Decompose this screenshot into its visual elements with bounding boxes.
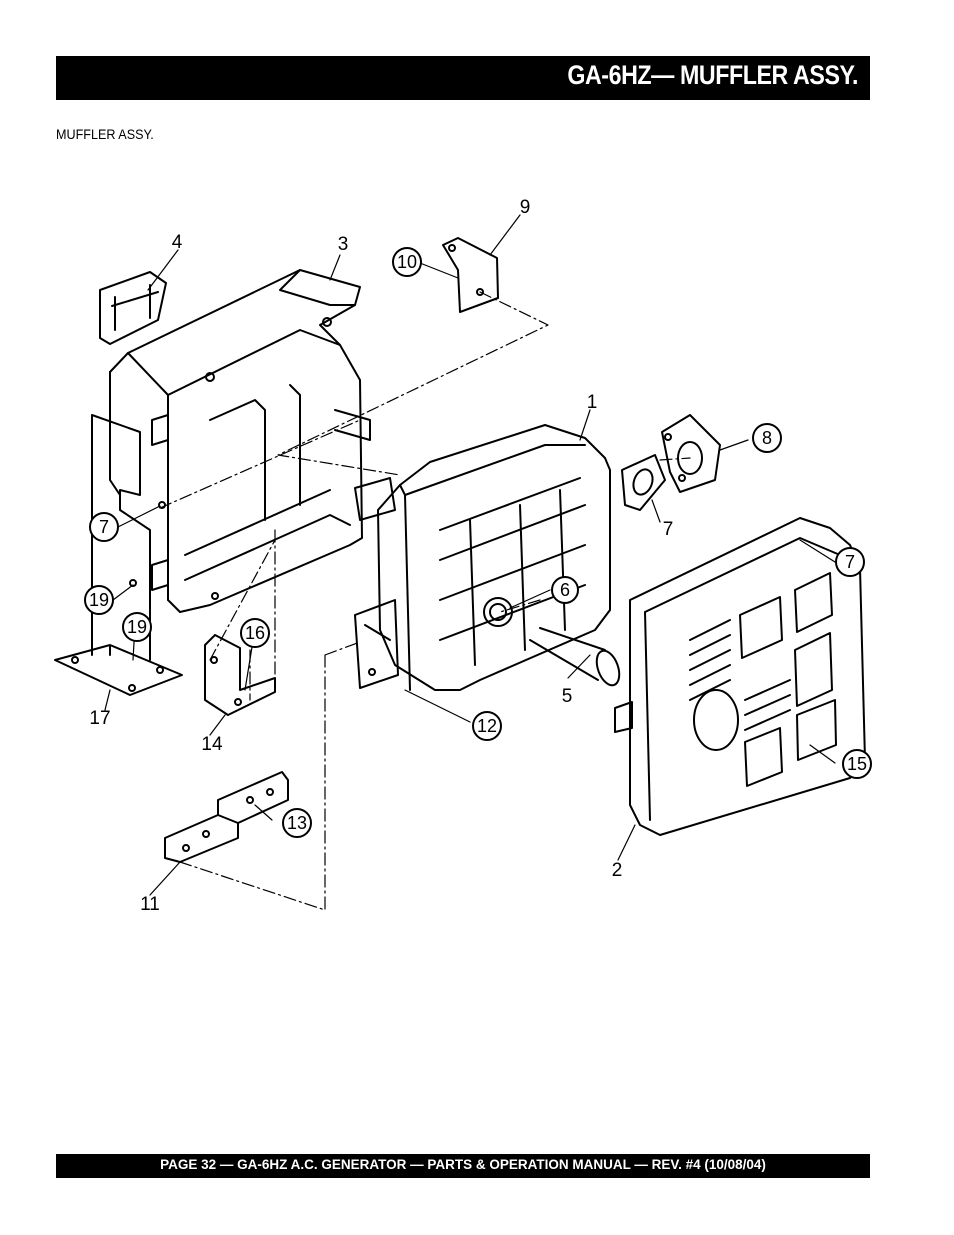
svg-text:15: 15 — [847, 754, 867, 774]
svg-text:13: 13 — [287, 813, 307, 833]
svg-text:8: 8 — [762, 428, 772, 448]
callout-11-circle: 10 — [392, 247, 422, 277]
svg-text:7: 7 — [99, 517, 109, 537]
callout-19b-circle: 19 — [122, 612, 152, 642]
part-muffler-cover — [109, 269, 371, 613]
callout-7b-circle: 7 — [835, 547, 865, 577]
callout-19a-circle: 19 — [84, 585, 114, 615]
callout-3: 3 — [338, 234, 349, 255]
callout-leaders — [104, 214, 836, 896]
callout-8: 7 — [663, 519, 674, 540]
part-outer-cover — [614, 517, 866, 836]
page-title: GA-6HZ— MUFFLER ASSY. — [567, 60, 858, 90]
header-bar: GA-6HZ— MUFFLER ASSY. — [56, 56, 870, 100]
svg-text:7: 7 — [845, 552, 855, 572]
callout-15: 14 — [201, 734, 223, 755]
part-step-bracket — [164, 771, 289, 863]
callout-10: 9 — [520, 197, 531, 218]
svg-text:6: 6 — [560, 580, 570, 600]
part-base-bracket — [54, 414, 183, 696]
footer-text: PAGE 32 — GA-6HZ A.C. GENERATOR — PARTS … — [160, 1157, 766, 1172]
callout-16-circle: 15 — [842, 749, 872, 779]
callout-18: 17 — [89, 708, 110, 729]
svg-text:16: 16 — [245, 623, 265, 643]
part-mount-bracket — [354, 599, 399, 689]
part-cover-plate — [99, 271, 167, 345]
part-gasket — [621, 454, 666, 511]
callout-12: 11 — [140, 894, 160, 915]
callout-14-circle: 13 — [282, 808, 312, 838]
svg-text:19: 19 — [89, 590, 109, 610]
callout-13-circle: 12 — [472, 711, 502, 741]
part-l-bracket — [204, 634, 276, 716]
callout-1: 1 — [587, 392, 598, 413]
callout-4: 4 — [172, 232, 183, 253]
part-small-bracket — [442, 237, 499, 313]
callout-6-circle: 6 — [551, 576, 579, 604]
circled-callouts: 10 8 6 7 7 19 19 16 — [84, 247, 872, 838]
callout-labels: 4 3 9 1 7 5 2 17 14 11 — [89, 197, 673, 915]
part-flange — [661, 414, 721, 493]
callout-7a-circle: 7 — [89, 512, 119, 542]
svg-text:19: 19 — [127, 617, 147, 637]
callout-2: 2 — [612, 860, 623, 881]
callout-17-circle: 16 — [240, 618, 270, 648]
callout-9-circle: 8 — [752, 423, 782, 453]
svg-text:10: 10 — [397, 252, 417, 272]
svg-text:12: 12 — [477, 716, 497, 736]
part-muffler-body — [354, 424, 611, 691]
section-label: MUFFLER ASSY. — [56, 126, 154, 142]
callout-5: 5 — [562, 686, 573, 707]
part-tail-pipe — [529, 627, 621, 687]
footer-bar: PAGE 32 — GA-6HZ A.C. GENERATOR — PARTS … — [56, 1154, 870, 1178]
